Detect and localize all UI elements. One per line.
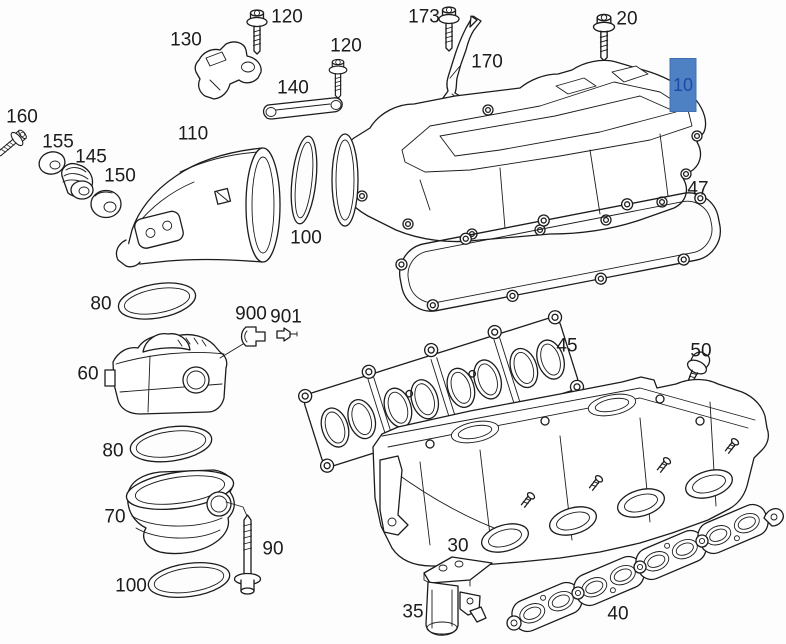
part-160-bolt [0,126,31,163]
part-label-120-2[interactable]: 120 [330,35,362,57]
part-label-40[interactable]: 40 [607,603,629,625]
part-50-temperature-sensor [686,351,711,390]
part-label-145[interactable]: 145 [75,146,107,168]
part-label-110[interactable]: 110 [177,123,209,145]
part-90-bolt [225,501,262,595]
part-30-lower-manifold [372,376,769,567]
part-120-screw-2 [328,58,348,99]
part-label-47[interactable]: 47 [687,178,709,200]
part-80-oring-upper [117,282,197,320]
part-155-washer [38,151,66,175]
part-100-oring-upper [290,135,318,225]
part-110-air-duct [115,147,281,268]
part-label-120-1[interactable]: 120 [271,6,303,28]
part-label-50[interactable]: 50 [690,340,712,362]
part-900-connector [240,326,266,347]
part-label-150[interactable]: 150 [104,165,136,187]
part-901-connector [276,327,298,342]
part-145-plug [61,162,94,200]
part-label-901[interactable]: 901 [270,306,302,328]
part-label-100-upper[interactable]: 100 [290,227,322,249]
part-35-actuator [423,556,493,636]
part-label-130[interactable]: 130 [170,29,202,51]
part-label-35[interactable]: 35 [402,601,424,623]
part-150-grommet [90,189,122,219]
part-label-80-upper[interactable]: 80 [90,293,112,315]
part-label-100-lower[interactable]: 100 [115,575,147,597]
part-label-173[interactable]: 173 [408,6,440,28]
part-label-160[interactable]: 160 [6,106,38,128]
part-70-adapter [125,469,235,555]
part-label-900[interactable]: 900 [235,303,267,325]
part-47-gasket [395,192,721,312]
part-130-bracket [194,41,262,100]
part-label-90[interactable]: 90 [262,538,284,560]
part-label-60[interactable]: 60 [77,363,99,385]
part-10-upper-manifold [331,59,707,243]
part-label-45[interactable]: 45 [556,335,578,357]
part-80-oring-lower [129,425,213,463]
part-label-140[interactable]: 140 [277,77,309,99]
part-label-170[interactable]: 170 [471,51,503,73]
part-label-155[interactable]: 155 [42,131,74,153]
part-140-link [262,97,343,120]
part-60-throttle-body [104,333,228,415]
part-label-10-selected[interactable]: 10 [669,58,697,112]
part-173-screw [438,6,460,52]
part-label-70[interactable]: 70 [104,506,126,528]
part-40-gasket-chain [506,503,784,633]
part-label-30[interactable]: 30 [447,535,469,557]
part-100-oring-lower [147,562,231,598]
part-120-screw-1 [246,9,268,55]
part-20-screw [592,13,616,62]
leader-900-to-throttle [219,343,244,359]
part-label-20[interactable]: 20 [616,8,638,30]
part-label-80-lower[interactable]: 80 [102,440,124,462]
